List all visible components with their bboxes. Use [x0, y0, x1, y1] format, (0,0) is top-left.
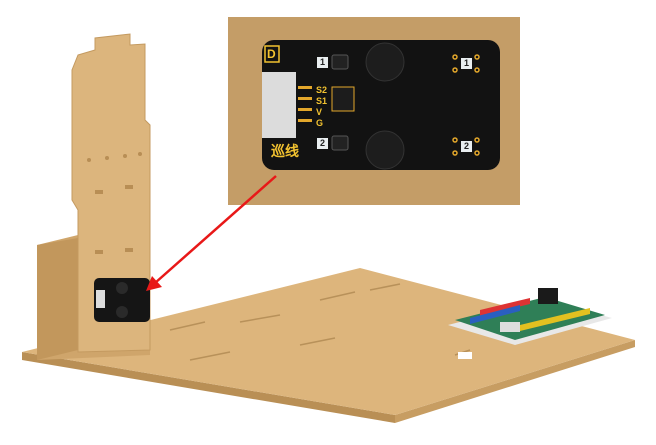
- pin-label-v: V: [316, 107, 323, 117]
- controller-board: [448, 288, 612, 345]
- inset-zoom-panel: [228, 17, 520, 205]
- board-logo: D: [267, 47, 276, 61]
- sensor-label-right-1: 1: [461, 58, 472, 69]
- pin-label-s1: S1: [316, 96, 328, 106]
- sensor-label-left-1: 1: [317, 57, 328, 68]
- sensor-label-left-2: 2: [317, 138, 328, 149]
- pin-label-g: G: [316, 118, 324, 128]
- pin-label-s2: S2: [316, 85, 328, 95]
- base-plate: [22, 268, 635, 423]
- line-tracking-sensor-small: [94, 278, 150, 322]
- board-title: 巡线: [271, 143, 299, 159]
- sensor-tower: [37, 33, 151, 360]
- pointer-arrow: [146, 175, 277, 291]
- sensor-label-right-2: 2: [461, 141, 472, 152]
